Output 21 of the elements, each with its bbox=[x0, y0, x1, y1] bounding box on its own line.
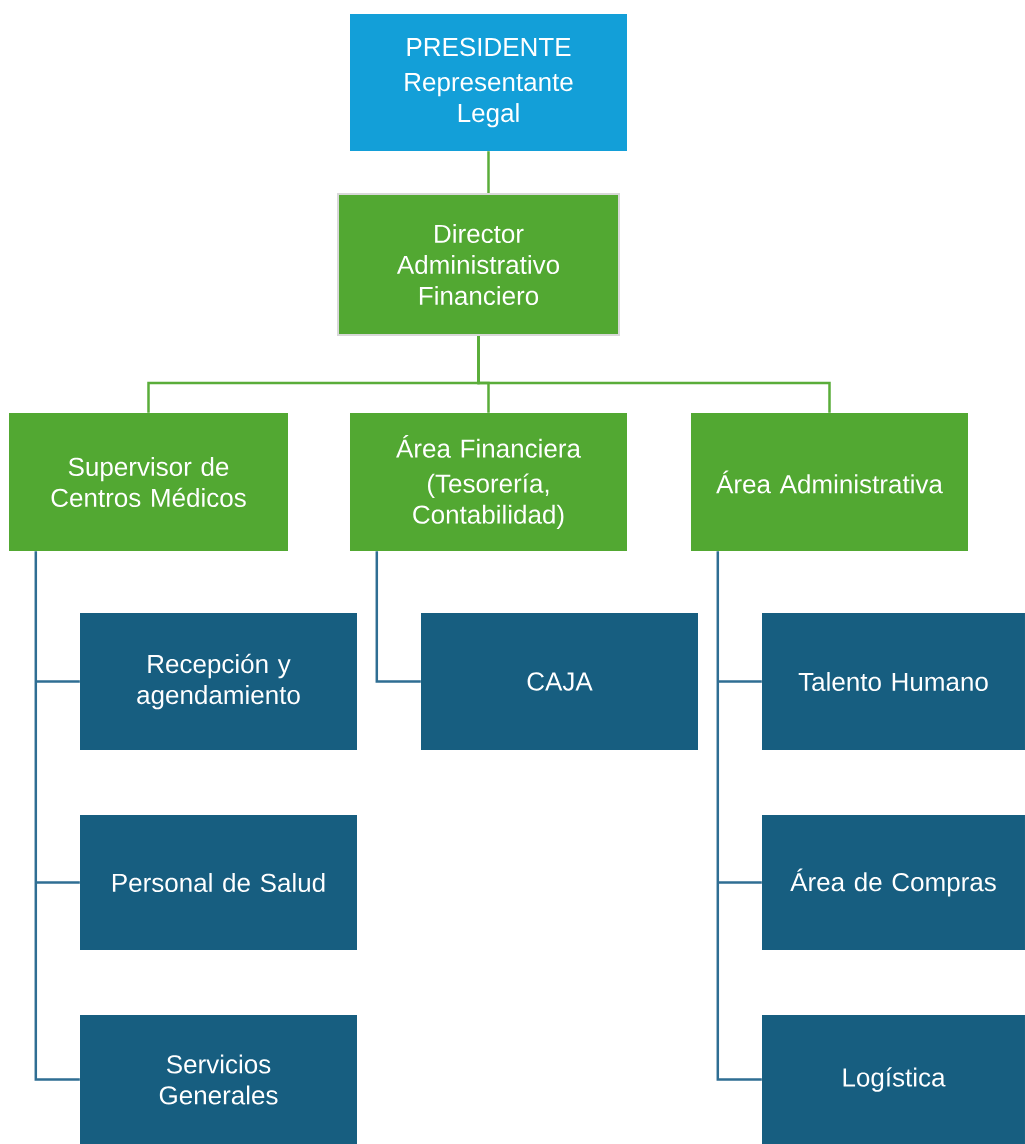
unit-box: Servicios Generales bbox=[80, 1015, 357, 1144]
connector-line bbox=[34, 551, 80, 1081]
unit-box: Recepción y agendamiento bbox=[80, 613, 357, 750]
unit-box: Personal de Salud bbox=[80, 815, 357, 950]
connector-line bbox=[36, 680, 80, 683]
connector-line bbox=[477, 336, 831, 413]
connector-line bbox=[36, 881, 80, 884]
unit-box: Talento Humano bbox=[762, 613, 1025, 750]
department-box: Supervisor de Centros Médicos bbox=[9, 413, 288, 551]
department-box: Área Financiera (Tesorería, Contabilidad) bbox=[350, 413, 627, 551]
connector-line bbox=[487, 151, 490, 193]
department-box: Área Administrativa bbox=[691, 413, 968, 551]
unit-box: Área de Compras bbox=[762, 815, 1025, 950]
connector-line bbox=[375, 551, 421, 683]
connector-line bbox=[718, 881, 762, 884]
connector-line bbox=[716, 551, 762, 1081]
unit-box: CAJA bbox=[421, 613, 698, 750]
title-box: PRESIDENTE Representante Legal bbox=[350, 14, 627, 151]
connector-line bbox=[718, 680, 762, 683]
unit-box: Logística bbox=[762, 1015, 1025, 1144]
manager-box: Director Administrativo Financiero bbox=[337, 193, 620, 336]
